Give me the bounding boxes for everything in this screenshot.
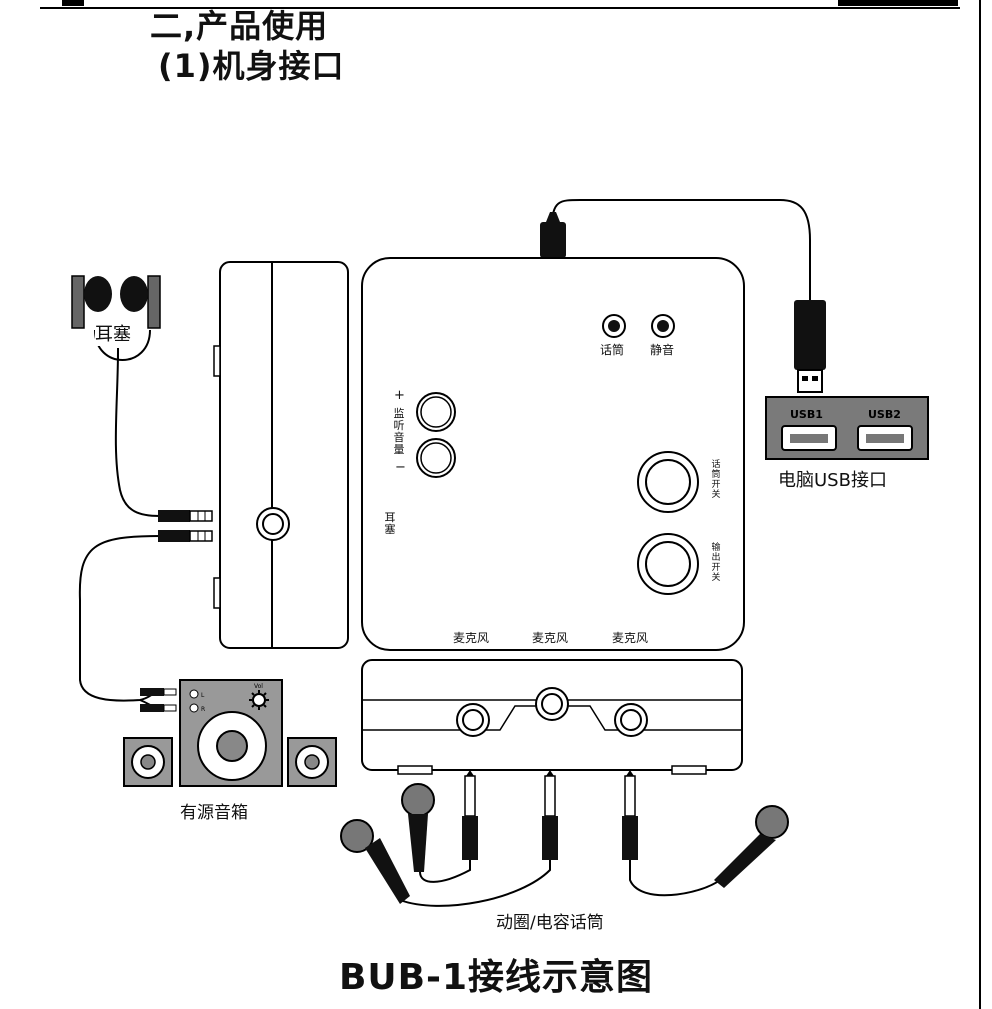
- output-switch-label: 输出开关: [711, 543, 721, 583]
- speaker-cable: [78, 535, 161, 702]
- microphone-2: [340, 819, 410, 904]
- pc-usb-panel: [765, 396, 929, 460]
- header-rule: [40, 0, 960, 9]
- mic-plug-2: [542, 770, 558, 860]
- speaker-vol-label: Vol: [254, 683, 263, 690]
- speaker-label: 有源音箱: [180, 803, 248, 823]
- microphone-3: [714, 805, 789, 888]
- mic-cable-1: [419, 860, 471, 883]
- mic-button-label: 话筒: [600, 343, 625, 357]
- pc-usb-label: 电脑USB接口: [778, 470, 887, 491]
- earphone-port-label: 耳塞: [384, 511, 396, 536]
- microphone-1: [401, 783, 435, 872]
- active-speaker: Vol L R: [123, 679, 337, 787]
- mic-cable-3: [629, 860, 721, 897]
- mic-plugs: [462, 770, 638, 860]
- volume-minus: −: [395, 460, 406, 475]
- mic-plug-3: [622, 770, 638, 860]
- usb-plug: [540, 212, 826, 393]
- usb-cable: [551, 199, 811, 300]
- monitor-volume-label: 监听音量: [393, 407, 405, 456]
- speaker-l-label: L: [201, 692, 205, 699]
- mic-cable-2: [399, 858, 551, 907]
- mic1-label: 麦克风: [453, 631, 490, 645]
- right-border: [979, 0, 981, 1009]
- mute-button-label: 静音: [650, 343, 675, 357]
- diagram-caption: BUB-1接线示意图: [338, 957, 654, 998]
- device-side-view: [213, 261, 349, 649]
- usb2-label: USB2: [868, 408, 901, 421]
- subsection-title: (1)机身接口: [158, 47, 345, 85]
- usb1-label: USB1: [790, 408, 823, 421]
- mic2-label: 麦克风: [532, 631, 569, 645]
- mic-plug-1: [462, 770, 478, 860]
- microphones: [340, 783, 789, 904]
- speaker-r-label: R: [201, 706, 205, 713]
- device-top-view: [361, 257, 745, 651]
- device-front-view: [361, 659, 743, 775]
- earphone-label: 耳塞: [95, 320, 131, 346]
- section-title: 二,产品使用: [150, 7, 329, 45]
- audio-jacks: [158, 510, 213, 542]
- mic-switch-label: 话筒开关: [711, 460, 721, 500]
- mic3-label: 麦克风: [612, 631, 649, 645]
- earphones: [71, 275, 161, 361]
- microphones-label: 动圈/电容话筒: [496, 913, 604, 933]
- earphone-cable: [114, 349, 161, 517]
- volume-plus: +: [394, 388, 405, 403]
